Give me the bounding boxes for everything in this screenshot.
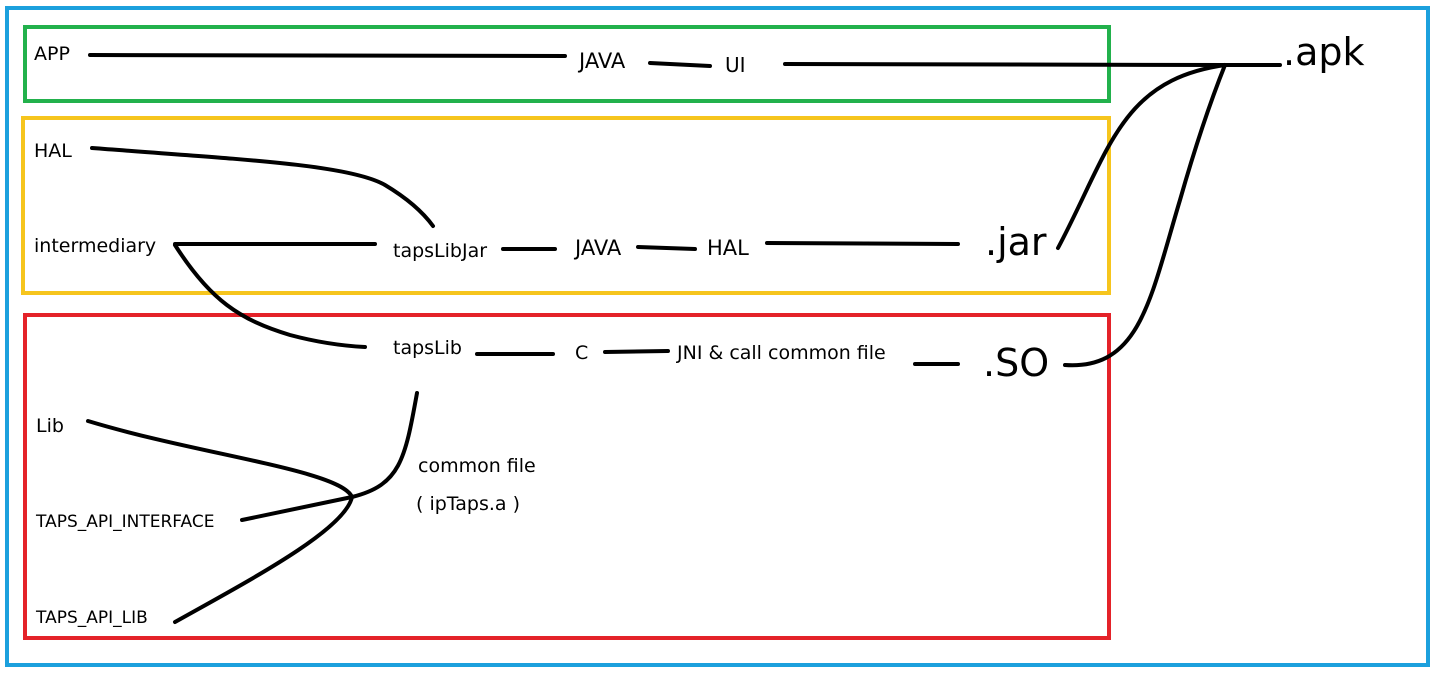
hal-left-label: HAL: [34, 140, 72, 162]
apk-label: .apk: [1283, 30, 1365, 74]
so-label: .SO: [983, 341, 1050, 385]
wire-intermediary-tapslib: [173, 243, 367, 349]
iptaps-label: ( ipTaps.a ): [416, 493, 520, 515]
java-mid-label: JAVA: [575, 236, 622, 260]
jar-label: .jar: [985, 220, 1047, 264]
java-top-label: JAVA: [579, 49, 626, 73]
wire-app-java: [88, 53, 567, 58]
tapslibjar-label: tapsLibJar: [393, 240, 488, 262]
intermediary-label: intermediary: [34, 235, 157, 257]
wire-java-ui: [648, 61, 712, 68]
hal-mid-label: HAL: [707, 236, 749, 260]
wire-jar-apk: [1056, 63, 1227, 250]
native-layer-box: [23, 313, 1111, 640]
framework-layer-box: [21, 116, 1111, 295]
wire-hal-jar: [765, 241, 960, 246]
wire-interface-common: [240, 495, 354, 522]
outer-frame: [5, 6, 1430, 667]
tapslib-label: tapsLib: [393, 337, 462, 359]
taps-api-interface-label: TAPS_API_INTERFACE: [36, 512, 215, 532]
lib-label: Lib: [36, 415, 64, 437]
common-file-label: common file: [418, 455, 536, 477]
c-label: C: [575, 342, 589, 364]
wire-lib-common: [86, 419, 354, 499]
app-label: APP: [34, 43, 70, 65]
taps-api-lib-label: TAPS_API_LIB: [36, 608, 148, 628]
wire-tapslib-common: [350, 391, 419, 499]
wire-tapsapilib-common: [173, 495, 354, 624]
ui-label: UI: [725, 53, 746, 77]
jni-label: JNI & call common file: [677, 342, 886, 364]
wire-c-jni: [603, 349, 670, 354]
wire-so-apk: [1063, 63, 1227, 368]
wire-java-hal: [636, 245, 697, 251]
wire-ui-apk: [783, 62, 1282, 67]
wire-hal-tapslibjar: [90, 146, 435, 228]
